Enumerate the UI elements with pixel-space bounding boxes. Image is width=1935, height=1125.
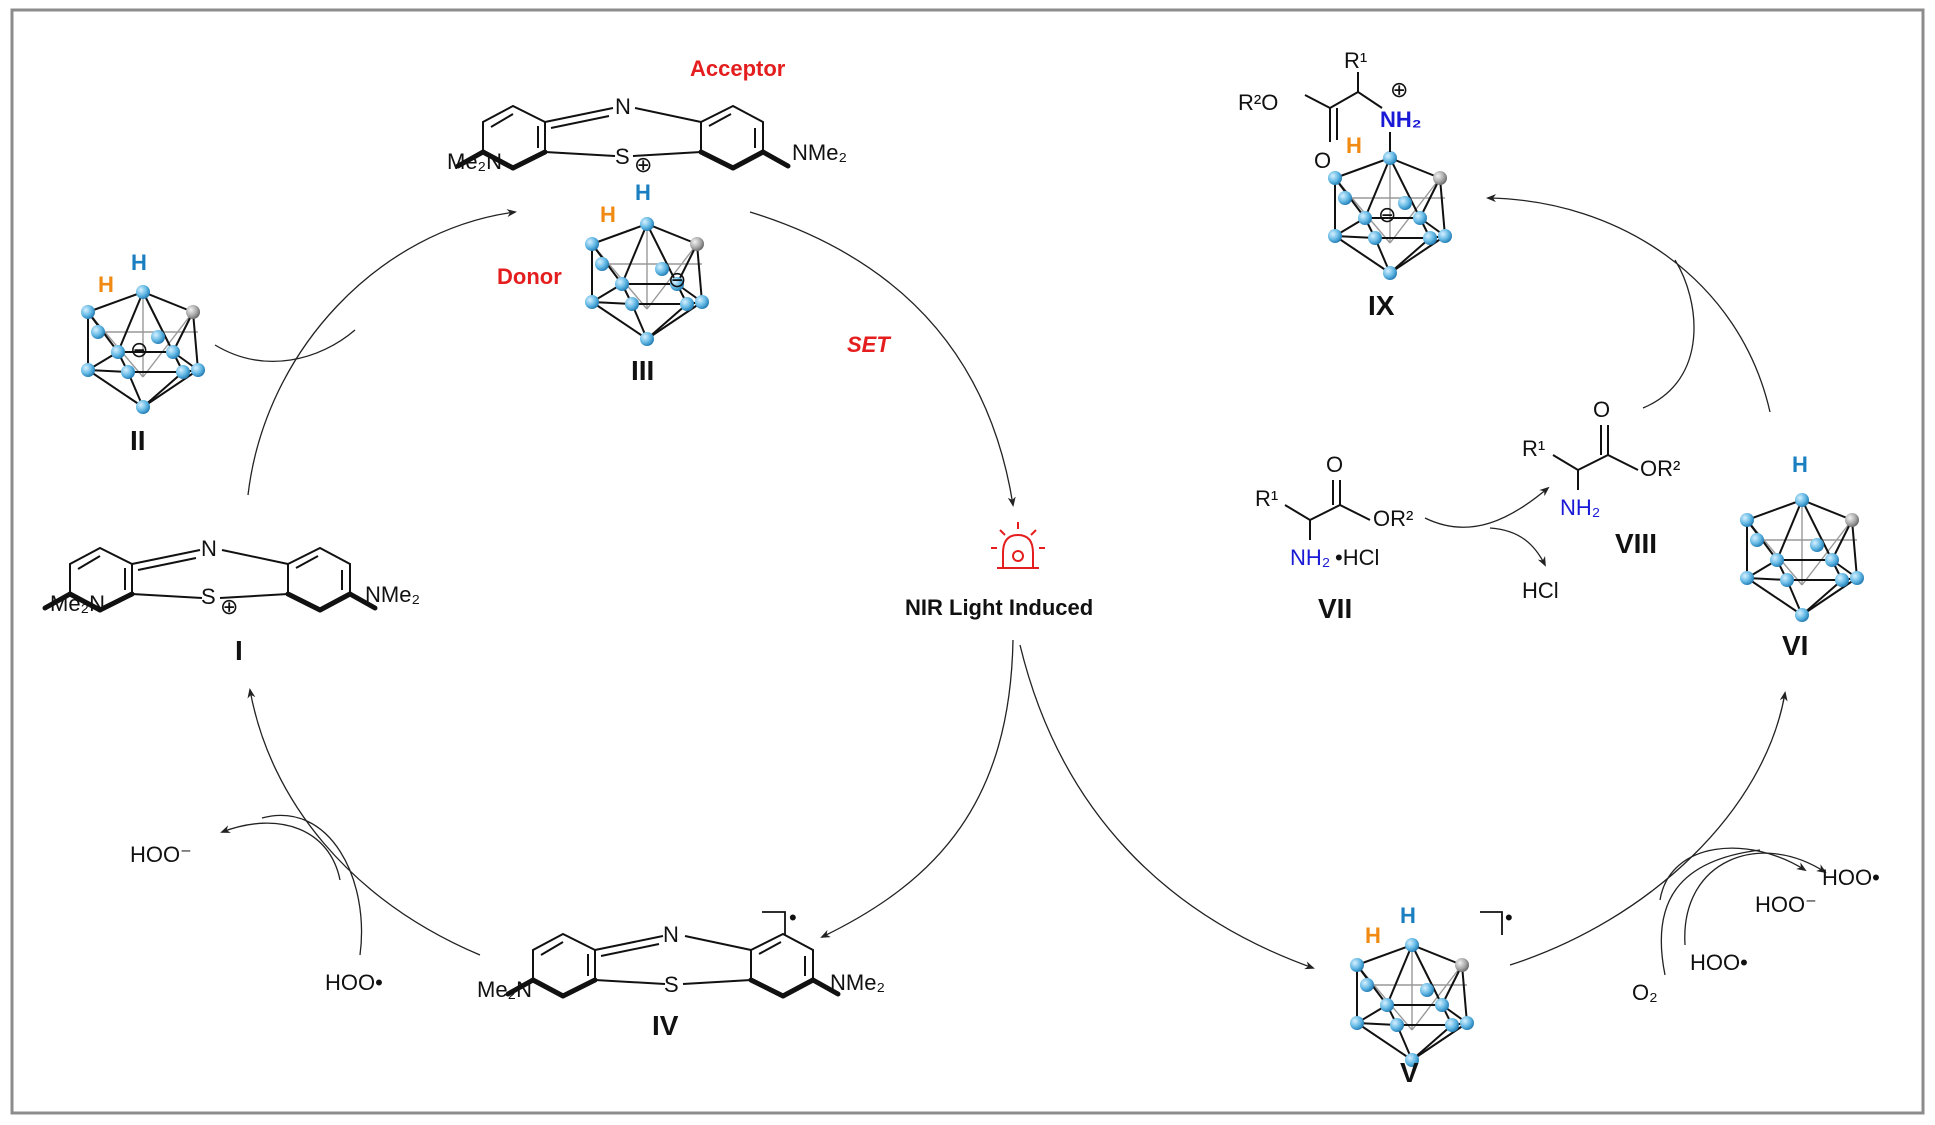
II-h-blue: H xyxy=(131,250,147,275)
VII-o: O xyxy=(1326,452,1343,477)
IV-s-atom: S xyxy=(664,972,679,997)
nir-light-icon xyxy=(991,522,1045,569)
II-h-orange: H xyxy=(98,272,114,297)
label-I: I xyxy=(235,635,243,666)
arrow-O2-in xyxy=(1660,849,1761,976)
hoo-radical-left: HOO• xyxy=(325,970,383,995)
arrow-HOO-out-left xyxy=(220,822,341,881)
compound-VI: H VI xyxy=(1739,452,1865,661)
arrow-HOO-in-left xyxy=(261,814,363,956)
arrow-NIR-to-V xyxy=(1019,644,1315,970)
donor-label: Donor xyxy=(497,264,562,289)
VII-hcl-salt: •HCl xyxy=(1335,545,1379,570)
o2-species: O₂ xyxy=(1632,980,1658,1005)
IX-ester-bonds xyxy=(1304,91,1359,110)
arrow-VIII-to-IX xyxy=(1642,259,1695,409)
IX-r2o: R²O xyxy=(1238,90,1278,115)
nir-label: NIR Light Induced xyxy=(905,595,1093,620)
I-n-atom: N xyxy=(201,536,217,561)
compound-VII: O R¹ OR² NH₂ •HCl VII xyxy=(1255,452,1413,624)
arrow-VI-to-IX xyxy=(1486,194,1771,413)
VIII-o: O xyxy=(1593,397,1610,422)
VIII-nh2: NH₂ xyxy=(1560,495,1600,520)
VII-nh2: NH₂ xyxy=(1290,545,1330,570)
I-nme2-right: NMe₂ xyxy=(365,582,420,607)
arrow-NIR-to-IV xyxy=(820,639,1014,938)
IV-radical-dot: • xyxy=(789,905,797,930)
arrow-I-to-III xyxy=(247,209,517,496)
VI-h-blue: H xyxy=(1792,452,1808,477)
acceptor-label: Acceptor xyxy=(690,56,786,81)
V-radical-dot: • xyxy=(1505,905,1513,930)
arrow-VII-to-VIII xyxy=(1424,486,1550,528)
label-IX: IX xyxy=(1368,290,1395,321)
figure-frame xyxy=(10,8,1925,1115)
set-label: SET xyxy=(847,332,891,357)
I-s-atom: S xyxy=(201,584,216,609)
label-VIII: VIII xyxy=(1615,528,1657,559)
hoo-radical-right-upper: HOO• xyxy=(1822,865,1880,890)
arrow-IV-to-I xyxy=(247,688,481,956)
nir-light-group: NIR Light Induced SET xyxy=(847,332,1093,620)
hoo-anion-left: HOO⁻ xyxy=(130,842,192,867)
IX-minus-charge: ⊖ xyxy=(1378,202,1396,227)
label-VII: VII xyxy=(1318,593,1352,624)
label-III: III xyxy=(631,355,654,386)
VII-bonds xyxy=(1284,503,1371,522)
hcl-byproduct: HCl xyxy=(1522,578,1559,603)
arrow-HOO-out-right1 xyxy=(1659,847,1807,901)
compound-II: ⊖ H H II xyxy=(80,250,206,456)
III-minus-charge: ⊖ xyxy=(668,267,686,292)
compound-V: H H • V xyxy=(1349,903,1513,1088)
VIII-or2: OR² xyxy=(1640,456,1680,481)
IX-h-orange: H xyxy=(1346,133,1362,158)
label-IV: IV xyxy=(652,1010,679,1041)
label-VI: VI xyxy=(1782,630,1808,661)
arrow-II-joins xyxy=(214,329,356,363)
V-radical-bracket xyxy=(1480,911,1503,935)
arrow-HOO-out-right2 xyxy=(1684,852,1827,946)
III-s-atom: S xyxy=(615,144,630,169)
arrow-V-to-VI xyxy=(1509,691,1788,966)
III-plus-charge: ⊕ xyxy=(634,152,652,177)
V-h-orange: H xyxy=(1365,923,1381,948)
III-h-orange: H xyxy=(600,202,616,227)
compound-IV: N S Me₂N NMe₂ • IV xyxy=(477,905,885,1041)
compound-I: N S ⊕ Me₂N NMe₂ I xyxy=(45,536,420,666)
IV-nme2-right: NMe₂ xyxy=(830,970,885,995)
I-nme2-left: Me₂N xyxy=(50,591,105,616)
II-minus-charge: ⊖ xyxy=(130,337,148,362)
IX-plus-charge: ⊕ xyxy=(1390,77,1408,102)
arrow-HCl-out xyxy=(1489,527,1546,567)
compound-IX: ⊖ H NH₂ ⊕ R¹ R²O O IX xyxy=(1238,48,1453,321)
III-nme2-right: NMe₂ xyxy=(792,140,847,165)
hoo-radical-right-lower: HOO• xyxy=(1690,950,1748,975)
label-V: V xyxy=(1400,1057,1419,1088)
IV-nme2-left: Me₂N xyxy=(477,977,532,1002)
compound-III: N S ⊕ Me₂N NMe₂ Acceptor ⊖ H H Donor III xyxy=(447,56,847,386)
VII-r1: R¹ xyxy=(1255,486,1278,511)
III-h-blue: H xyxy=(635,180,651,205)
IX-o: O xyxy=(1314,148,1331,173)
V-h-blue: H xyxy=(1400,903,1416,928)
IV-radical-bracket xyxy=(762,911,786,935)
IV-n-atom: N xyxy=(663,922,679,947)
IX-nh2: NH₂ xyxy=(1380,107,1422,132)
VIII-bonds xyxy=(1552,453,1639,472)
compound-VIII: O R¹ OR² NH₂ VIII xyxy=(1522,397,1680,559)
IX-backbone xyxy=(1357,72,1383,109)
I-plus-charge: ⊕ xyxy=(220,594,238,619)
VIII-r1: R¹ xyxy=(1522,436,1545,461)
VII-or2: OR² xyxy=(1373,506,1413,531)
III-n-atom: N xyxy=(615,94,631,119)
III-nme2-left: Me₂N xyxy=(447,149,502,174)
IX-r1: R¹ xyxy=(1344,48,1367,73)
label-II: II xyxy=(130,425,146,456)
arrow-III-to-NIR xyxy=(749,211,1016,507)
hoo-anion-right: HOO⁻ xyxy=(1755,892,1817,917)
